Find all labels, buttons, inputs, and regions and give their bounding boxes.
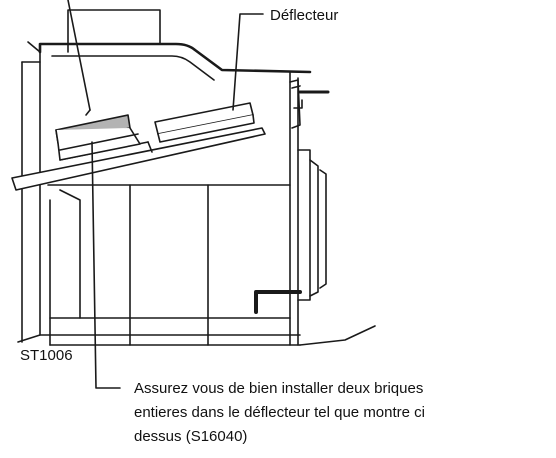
note-line-3: dessus (S16040) <box>134 428 247 445</box>
left-brick <box>55 114 141 161</box>
deflector-label: Déflecteur <box>270 7 338 24</box>
chamber-columns <box>47 184 291 346</box>
right-door-assembly <box>254 79 376 346</box>
right-brick <box>154 102 255 143</box>
deflector-plate <box>11 127 266 191</box>
leader-lines <box>67 0 264 389</box>
note-line-1: Assurez vous de bien installer deux briq… <box>134 380 423 397</box>
figure-code: ST1006 <box>20 347 73 364</box>
note-line-2: entieres dans le déflecteur tel que mont… <box>134 404 425 421</box>
